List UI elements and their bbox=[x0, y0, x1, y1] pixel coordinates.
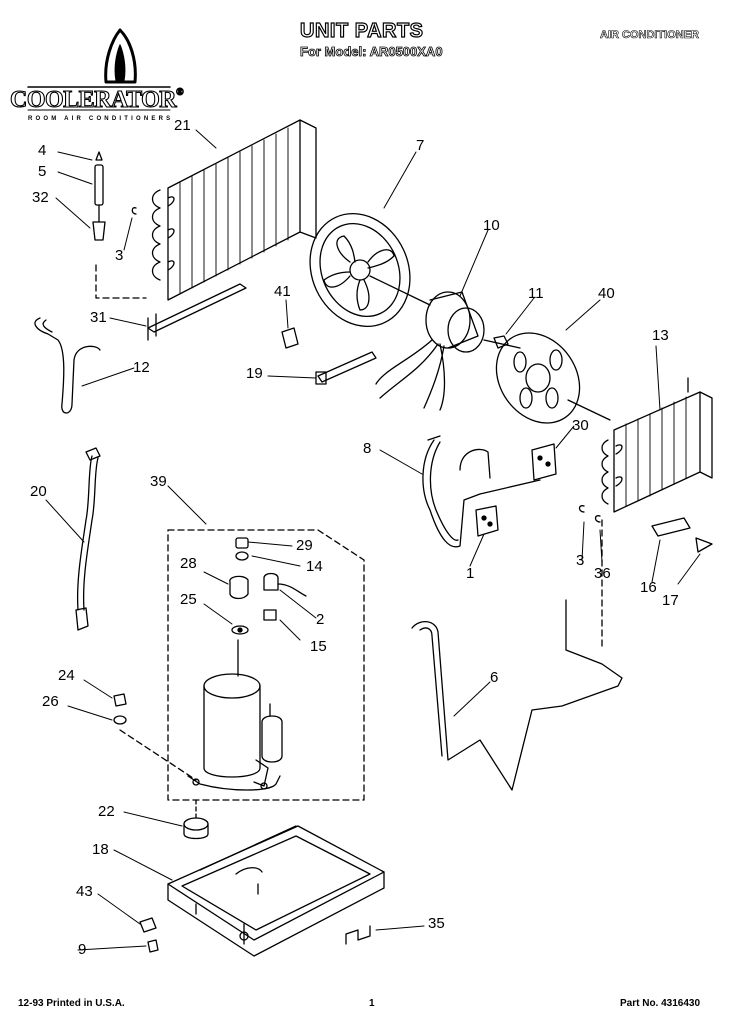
leader-lines bbox=[45, 129, 701, 951]
page-number: 1 bbox=[369, 998, 375, 1009]
callout-label: 4 bbox=[38, 142, 47, 159]
callout-label: 2 bbox=[316, 611, 325, 628]
callout-label: 22 bbox=[98, 803, 115, 820]
harness-20 bbox=[75, 447, 101, 631]
strap-19 bbox=[315, 351, 377, 385]
coil-13 bbox=[601, 377, 713, 651]
bracket-16 bbox=[651, 517, 713, 553]
callout-label: 6 bbox=[490, 669, 499, 686]
callout-label: 28 bbox=[180, 555, 197, 572]
tube-12 bbox=[34, 283, 247, 414]
tube-6 bbox=[411, 599, 623, 791]
callout-label: 21 bbox=[174, 117, 191, 134]
product-type: AIR CONDITIONER bbox=[600, 29, 700, 42]
callout-label: 24 bbox=[58, 667, 75, 684]
callout-label: 13 bbox=[652, 327, 669, 344]
page-title: UNIT PARTS bbox=[299, 19, 424, 42]
callout-label: 17 bbox=[662, 592, 679, 609]
compressor-kit-39 bbox=[167, 529, 365, 801]
callout-label: 40 bbox=[598, 285, 615, 302]
clip-36 bbox=[594, 515, 601, 523]
callout-label: 30 bbox=[572, 417, 589, 434]
callout-label: 29 bbox=[296, 537, 313, 554]
callout-label: 7 bbox=[416, 137, 425, 154]
drain-35 bbox=[345, 925, 371, 945]
nut-11 bbox=[493, 335, 509, 349]
callout-label: 41 bbox=[274, 283, 291, 300]
callout-label: 11 bbox=[528, 285, 544, 302]
penguin-logo bbox=[27, 28, 171, 111]
blower-40 bbox=[495, 332, 611, 424]
registered-mark: ® bbox=[176, 86, 185, 98]
clip-3b bbox=[578, 505, 585, 513]
clip-41 bbox=[281, 327, 299, 349]
callout-label: 9 bbox=[78, 941, 87, 958]
part-number: Part No. 4316430 bbox=[620, 998, 701, 1009]
capillary-assembly bbox=[92, 151, 147, 299]
fan-7 bbox=[309, 213, 431, 327]
motor-10 bbox=[375, 291, 521, 411]
callout-label: 20 bbox=[30, 483, 47, 500]
callout-label: 15 bbox=[310, 638, 327, 655]
base-pan-18 bbox=[167, 825, 385, 957]
screw-43 bbox=[139, 917, 157, 933]
tube-8 bbox=[422, 435, 541, 548]
screw-17 bbox=[695, 537, 713, 553]
callout-label: 3 bbox=[115, 247, 124, 264]
callout-label: 39 bbox=[150, 473, 167, 490]
callout-label: 31 bbox=[90, 309, 107, 326]
compressor-fittings bbox=[229, 537, 307, 635]
switch-1 bbox=[475, 505, 499, 537]
coil-21 bbox=[151, 119, 317, 301]
brand-tagline: ROOM AIR CONDITIONERS bbox=[28, 116, 174, 122]
callout-label: 1 bbox=[466, 565, 475, 582]
callout-label: 26 bbox=[42, 693, 59, 710]
callout-label: 19 bbox=[246, 365, 263, 382]
compressor bbox=[187, 639, 283, 791]
callout-label: 36 bbox=[594, 565, 611, 582]
print-info: 12-93 Printed in U.S.A. bbox=[18, 998, 125, 1009]
brand-name: COOLERATOR bbox=[9, 86, 177, 113]
callout-label: 5 bbox=[38, 163, 47, 180]
callout-label: 3 bbox=[576, 552, 585, 569]
mount-hardware bbox=[113, 693, 197, 781]
callout-label: 8 bbox=[363, 440, 372, 457]
callout-label: 12 bbox=[133, 359, 150, 376]
grommet-22 bbox=[183, 799, 209, 840]
callout-label: 10 bbox=[483, 217, 500, 234]
brand-wordmark: COOLERATOR® bbox=[9, 86, 185, 114]
callout-label: 25 bbox=[180, 591, 197, 608]
callout-label: 43 bbox=[76, 883, 93, 900]
clip-3 bbox=[131, 207, 137, 215]
callout-label: 16 bbox=[640, 579, 657, 596]
clip-9 bbox=[147, 939, 159, 953]
callout-label: 35 bbox=[428, 915, 445, 932]
callout-label: 32 bbox=[32, 189, 49, 206]
callout-label: 18 bbox=[92, 841, 109, 858]
model-number: For Model: AR0500XA0 bbox=[300, 44, 443, 60]
bracket-30 bbox=[531, 443, 557, 481]
callout-label: 14 bbox=[306, 558, 323, 575]
